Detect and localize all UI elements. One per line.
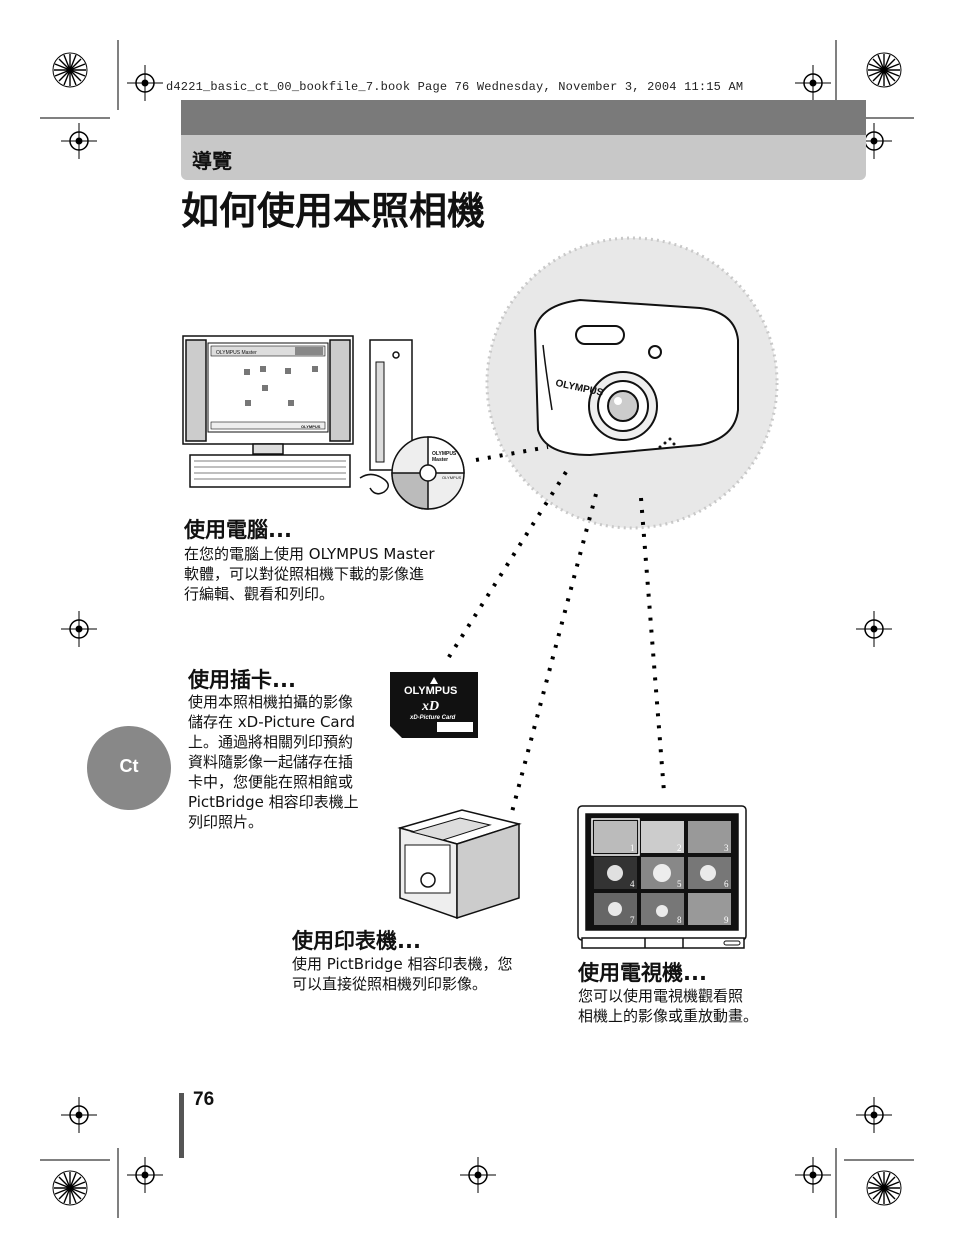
tv-thumb-number: 3 (724, 843, 729, 853)
computer-illustration (182, 335, 465, 510)
tv-thumb-number: 5 (677, 879, 682, 889)
tv-thumb-number: 9 (724, 915, 729, 925)
cd-label-line1: OLYMPUS (432, 451, 457, 457)
starburst-mark-icon (866, 52, 902, 88)
tv-thumb-number: 6 (724, 879, 729, 889)
text-line: 在您的電腦上使用 OLYMPUS Master (184, 545, 435, 563)
text-line: 使用本照相機拍攝的影像 (188, 693, 354, 711)
printer-heading: 使用印表機... (292, 929, 421, 953)
starburst-mark-icon (866, 1170, 902, 1206)
monitor-footer-brand: OLYMPUS (301, 424, 321, 429)
computer-text: 在您的電腦上使用 OLYMPUS Master 軟體，可以對從照相機下載的影像進… (184, 544, 464, 604)
tv-thumbnail-grid (591, 818, 731, 925)
tv-thumb-number: 4 (630, 879, 635, 889)
text-line: 軟體，可以對從照相機下載的影像進 (184, 565, 425, 583)
registration-mark-icon (126, 1156, 164, 1194)
registration-mark-icon (855, 610, 893, 648)
printer-slug: d4221_basic_ct_00_bookfile_7.book Page 7… (166, 80, 744, 94)
tv-thumbnail-numbers: 1 2 3 4 5 6 7 8 9 (630, 843, 729, 925)
language-tab (87, 726, 171, 810)
text-line: 您可以使用電視機觀看照 (578, 987, 744, 1005)
section-label: 導覽 (192, 149, 232, 173)
printer-illustration (397, 809, 522, 920)
text-line: 使用 PictBridge 相容印表機，您 (292, 955, 513, 973)
tv-heading: 使用電視機... (578, 961, 707, 985)
tv-text: 您可以使用電視機觀看照 相機上的影像或重放動畫。 (578, 986, 778, 1026)
cd-label-line2: Master (432, 457, 448, 463)
tv-thumb-number: 7 (630, 915, 635, 925)
registration-mark-icon (794, 64, 832, 102)
computer-heading: 使用電腦... (184, 518, 292, 542)
card-brand-label: OLYMPUS (404, 685, 457, 697)
card-logo-label: xD (421, 699, 439, 714)
card-heading: 使用插卡... (188, 668, 296, 692)
dotted-connectors (445, 445, 666, 813)
registration-mark-icon (60, 1096, 98, 1134)
text-line: 相機上的影像或重放動畫。 (578, 1007, 759, 1025)
header-band (181, 135, 866, 180)
text-line: 上。通過將相關列印預約 (188, 733, 354, 751)
xd-card-illustration (390, 672, 478, 738)
registration-mark-icon (794, 1156, 832, 1194)
registration-mark-icon (126, 64, 164, 102)
text-line: 列印照片。 (188, 813, 264, 831)
card-type-label: xD-Picture Card (409, 715, 456, 721)
card-text: 使用本照相機拍攝的影像 儲存在 xD-Picture Card 上。通過將相關列… (188, 692, 378, 832)
text-line: PictBridge 相容印表機上 (188, 793, 359, 811)
header-bar (181, 100, 866, 135)
monitor-app-title: OLYMPUS Master (216, 350, 257, 356)
registration-mark-icon (60, 610, 98, 648)
text-line: 可以直接從照相機列印影像。 (292, 975, 488, 993)
tv-thumb-number: 8 (677, 915, 682, 925)
text-line: 資料隨影像一起儲存在插 (188, 753, 354, 771)
text-line: 行編輯、觀看和列印。 (184, 585, 335, 603)
page-number-bar (179, 1093, 184, 1158)
registration-mark-icon (855, 1096, 893, 1134)
page-number: 76 (193, 1089, 215, 1110)
starburst-mark-icon (52, 1170, 88, 1206)
cd-label-brand: OLYMPUS (442, 475, 462, 480)
registration-mark-icon (459, 1156, 497, 1194)
camera-illustration (533, 298, 739, 457)
printer-text: 使用 PictBridge 相容印表機，您 可以直接從照相機列印影像。 (292, 954, 532, 994)
tv-thumb-number: 2 (677, 843, 682, 853)
text-line: 卡中，您便能在照相館或 (188, 773, 354, 791)
page-title: 如何使用本照相機 (181, 189, 486, 233)
starburst-mark-icon (52, 52, 88, 88)
registration-mark-icon (60, 122, 98, 160)
text-line: 儲存在 xD-Picture Card (188, 713, 356, 731)
language-tab-label: Ct (119, 756, 139, 776)
tv-thumb-number: 1 (630, 843, 635, 853)
